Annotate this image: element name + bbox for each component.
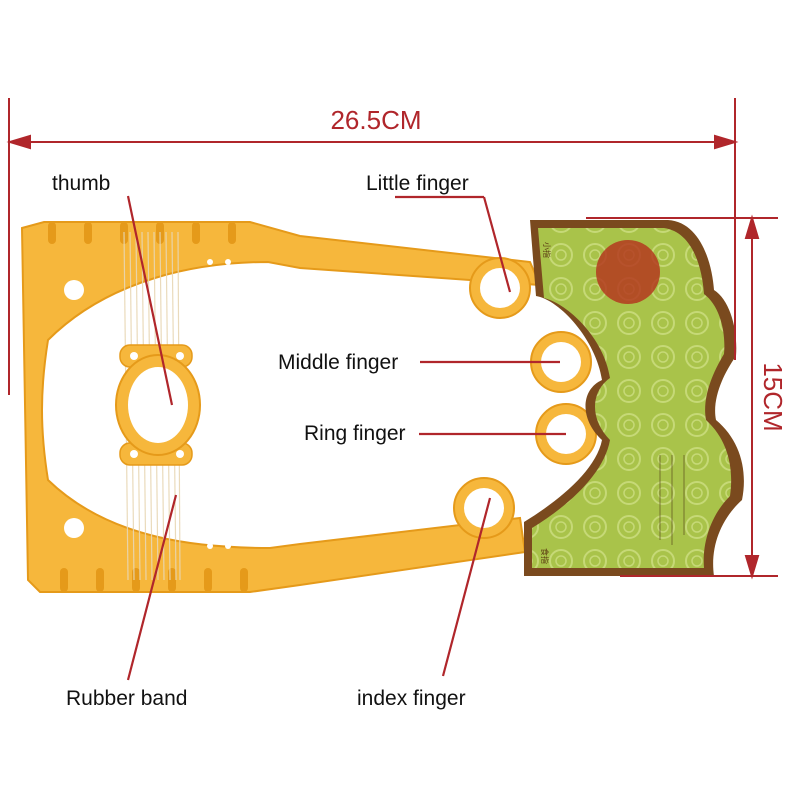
grip-frame — [17, 221, 542, 593]
rubber-band-label: Rubber band — [66, 687, 187, 710]
height-dimension — [586, 214, 778, 580]
middle-finger-label: Middle finger — [278, 351, 398, 374]
package-text-bottom: 食指 — [540, 548, 550, 564]
height-label: 15CM — [758, 362, 788, 431]
ring-finger-label: Ring finger — [304, 422, 406, 445]
frame-slots-bottom — [60, 568, 248, 592]
little-finger-ring — [469, 257, 531, 319]
middle-finger-ring — [530, 331, 592, 393]
width-label: 26.5CM — [330, 105, 421, 135]
packaging-card: 小指 食指 — [524, 220, 744, 576]
little-finger-label: Little finger — [366, 172, 469, 195]
index-finger-ring — [453, 477, 515, 539]
package-text-top: 小指 — [542, 242, 552, 258]
package-logo — [596, 240, 660, 304]
index-finger-label: index finger — [357, 687, 466, 710]
little-finger-leader-diag — [482, 196, 512, 293]
frame-body — [20, 221, 542, 593]
width-dimension — [6, 98, 739, 395]
packaging-face — [532, 228, 732, 568]
frame-slots-top — [48, 222, 236, 244]
thumb-leader — [126, 195, 174, 406]
frame-holes — [17, 259, 231, 549]
thumb-ring — [115, 344, 201, 466]
rubber-band-leader — [126, 494, 178, 681]
package-fineprint — [659, 455, 685, 545]
index-finger-leader — [441, 497, 492, 677]
thumb-label: thumb — [52, 172, 110, 195]
annotation-lines — [126, 195, 566, 681]
